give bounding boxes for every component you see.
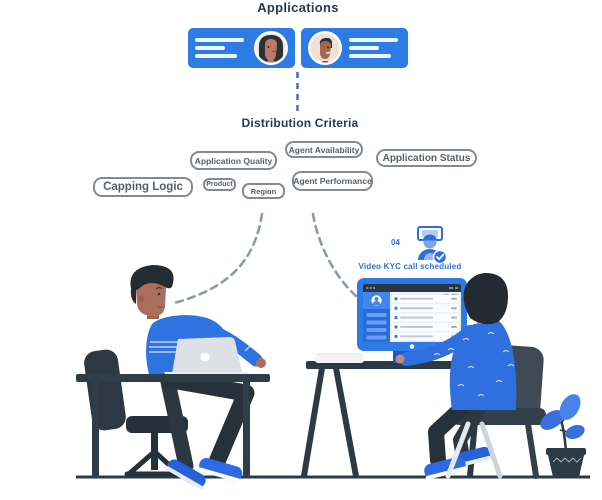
monitor-chin-dot (409, 344, 415, 349)
criterion-agent-performance: Agent Performance (292, 171, 373, 191)
list-row (392, 295, 459, 303)
schedule-caption: Video KYC call scheduled (358, 262, 462, 271)
redacted-text-lines (195, 38, 247, 58)
page-title: Applications (257, 0, 339, 15)
laptop-logo (200, 352, 210, 362)
list-row (392, 323, 459, 331)
sidebar-menu-items (366, 313, 387, 340)
criteria-title: Distribution Criteria (241, 116, 359, 130)
sidebar-profile-tile (363, 292, 390, 309)
window-titlebar (363, 284, 461, 292)
application-card-1 (188, 28, 295, 68)
connector-to-right-agent (311, 212, 358, 298)
laptop (164, 337, 249, 378)
criterion-application-quality: Application Quality (190, 151, 277, 170)
window-controls-icon (449, 287, 458, 289)
application-list-rows (392, 295, 459, 341)
left-desk (76, 374, 270, 477)
right-chair-legs (445, 421, 503, 479)
criterion-product: Product (203, 178, 236, 191)
criterion-agent-availability: Agent Availability (285, 141, 363, 158)
right-desk (301, 361, 502, 477)
criterion-capping-logic: Capping Logic (93, 177, 193, 197)
application-cards (188, 28, 408, 68)
toolbar-marks (443, 293, 458, 296)
monitor-screen (363, 284, 461, 342)
check-badge-icon (432, 249, 448, 265)
right-office-chair (452, 345, 546, 479)
criterion-application-status: Application Status (376, 149, 477, 167)
right-shoe-front (424, 456, 467, 480)
list-row (392, 313, 459, 322)
redacted-text-lines (349, 38, 401, 58)
schedule-count-badge: 04 (391, 238, 400, 247)
paper-tray (315, 345, 364, 363)
monitor-stand (393, 348, 423, 363)
app-sidebar (363, 292, 390, 342)
woman-avatar-icon (254, 31, 288, 65)
profile-avatar-icon (371, 295, 382, 306)
connector-to-left-agent (172, 212, 264, 305)
right-person (395, 273, 517, 480)
left-office-chair (84, 349, 188, 477)
left-person (130, 265, 266, 490)
right-shoe-back (452, 446, 493, 469)
scheduled-agent-check-icon (417, 226, 448, 265)
application-card-2 (301, 28, 408, 68)
plant (540, 394, 586, 477)
list-row (392, 304, 459, 312)
criterion-region: Region (242, 183, 285, 199)
list-row (392, 332, 459, 341)
monitor (357, 278, 467, 363)
man-avatar-icon (308, 31, 342, 65)
window-dots-icon (366, 287, 376, 289)
left-shoe-back (165, 459, 206, 490)
monitor-frame (357, 278, 467, 351)
left-shoe-front (197, 457, 243, 483)
